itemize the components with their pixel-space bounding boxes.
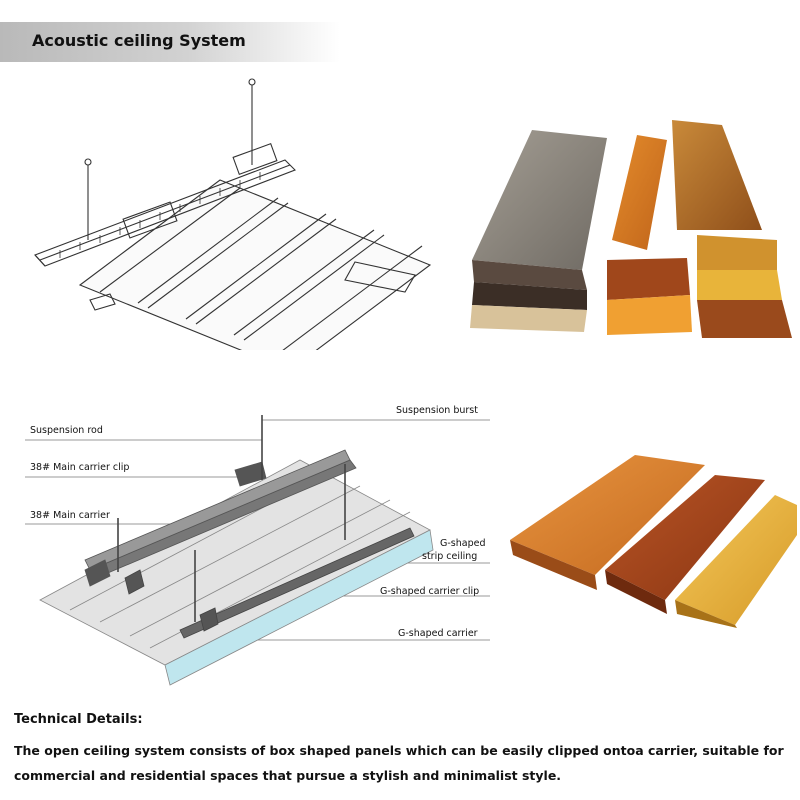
wood-strip-panels-photo	[510, 455, 797, 628]
technical-details-body: The open ceiling system consists of box …	[14, 743, 784, 783]
header-band	[0, 22, 340, 62]
page-title: Acoustic ceiling System	[32, 31, 246, 50]
label-g-shaped-strip-line2: strip ceiling	[422, 551, 478, 562]
label-main-carrier: 38# Main carrier	[30, 510, 110, 521]
ceiling-line-drawing	[34, 78, 432, 350]
woodgrain-panels-photo	[470, 120, 792, 338]
label-suspension-rod: Suspension rod	[30, 425, 103, 436]
labeled-ceiling-diagram	[25, 415, 490, 686]
technical-details-title: Technical Details:	[14, 712, 143, 727]
label-g-shaped-carrier: G-shaped carrier	[398, 628, 478, 639]
label-g-shaped-carrier-clip: G-shaped carrier clip	[380, 586, 480, 597]
label-main-carrier-clip: 38# Main carrier clip	[30, 462, 130, 473]
label-suspension-burst: Suspension burst	[396, 405, 478, 416]
label-g-shaped-strip-line1: G-shaped	[440, 538, 486, 549]
